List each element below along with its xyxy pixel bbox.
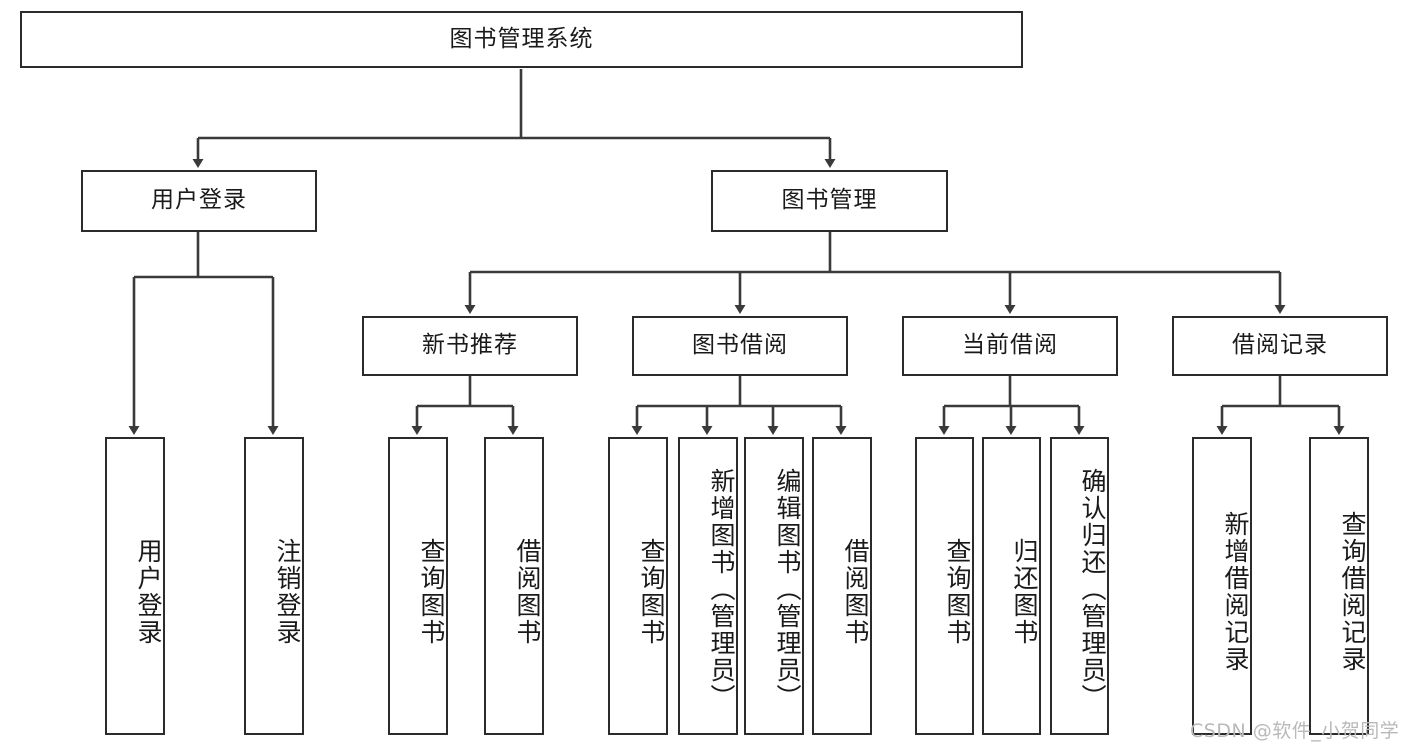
leaf-return-book[interactable]: 归还图书 <box>982 437 1041 735</box>
node-label: 编辑图书（管理员） <box>773 467 802 711</box>
node-label: 图书管理 <box>781 187 878 214</box>
leaf-query-book-current[interactable]: 查询图书 <box>915 437 974 735</box>
node-label: 借阅记录 <box>1232 332 1328 359</box>
leaf-user-login[interactable]: 用户登录 <box>105 437 165 735</box>
node-label: 当前借阅 <box>962 332 1058 359</box>
leaf-borrow-book[interactable]: 借阅图书 <box>812 437 872 735</box>
node-label: 图书借阅 <box>692 332 788 359</box>
leaf-add-borrow-record[interactable]: 新增借阅记录 <box>1192 437 1252 735</box>
csdn-watermark: CSDN @软件_小贺同学 <box>1190 720 1400 742</box>
node-book-borrow[interactable]: 图书借阅 <box>632 316 848 376</box>
node-user-login[interactable]: 用户登录 <box>81 170 317 232</box>
leaf-confirm-return-admin[interactable]: 确认归还（管理员） <box>1050 437 1109 735</box>
node-label: 图书管理系统 <box>449 25 594 52</box>
node-root-system[interactable]: 图书管理系统 <box>20 11 1023 68</box>
node-label: 查询借阅记录 <box>1338 511 1367 673</box>
node-new-book-rec[interactable]: 新书推荐 <box>362 316 578 376</box>
node-label: 查询图书 <box>943 538 972 646</box>
leaf-borrow-book-new-rec[interactable]: 借阅图书 <box>484 437 544 735</box>
leaf-query-book-borrow[interactable]: 查询图书 <box>608 437 668 735</box>
node-label: 归还图书 <box>1010 538 1039 646</box>
node-label: 新书推荐 <box>422 332 518 359</box>
node-book-manage[interactable]: 图书管理 <box>711 170 948 232</box>
node-current-borrow[interactable]: 当前借阅 <box>902 316 1118 376</box>
node-label: 用户登录 <box>151 187 247 214</box>
leaf-edit-book-admin[interactable]: 编辑图书（管理员） <box>744 437 804 735</box>
leaf-query-book-new-rec[interactable]: 查询图书 <box>388 437 448 735</box>
node-label: 借阅图书 <box>841 538 870 646</box>
node-borrow-record[interactable]: 借阅记录 <box>1172 316 1388 376</box>
leaf-query-borrow-record[interactable]: 查询借阅记录 <box>1309 437 1369 735</box>
node-label: 新增图书（管理员） <box>707 467 736 711</box>
node-label: 新增借阅记录 <box>1221 511 1250 673</box>
node-label: 用户登录 <box>134 538 163 646</box>
node-label: 确认归还（管理员） <box>1078 467 1107 711</box>
leaf-user-logout[interactable]: 注销登录 <box>244 437 304 735</box>
node-label: 查询图书 <box>417 538 446 646</box>
node-label: 查询图书 <box>637 538 666 646</box>
node-label: 注销登录 <box>273 538 302 646</box>
leaf-add-book-admin[interactable]: 新增图书（管理员） <box>678 437 738 735</box>
node-label: 借阅图书 <box>513 538 542 646</box>
